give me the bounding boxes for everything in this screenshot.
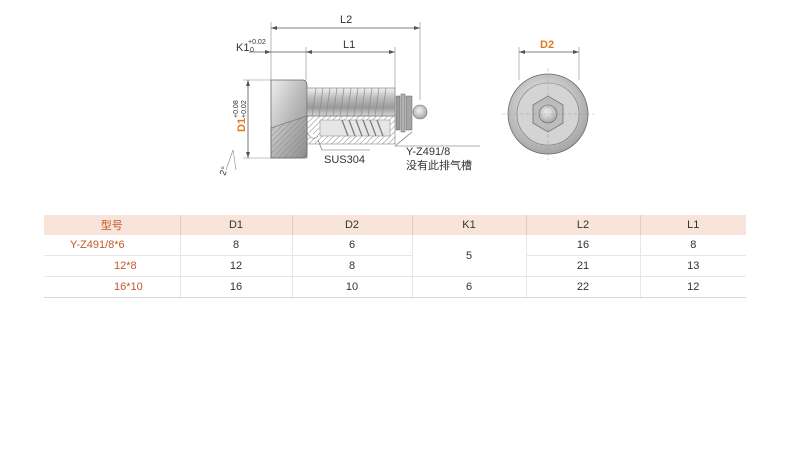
- k1-upper-tol: +0.02: [248, 39, 266, 46]
- ball-plunger-tip: [412, 104, 428, 120]
- cell-model: 16*10: [44, 276, 181, 298]
- angle-label: 2°: [217, 165, 229, 177]
- note-text: 没有此排气槽: [406, 158, 472, 172]
- table-row: 12*8 12 8 21 13: [44, 255, 746, 277]
- cell-model: Y-Z491/8*6: [44, 235, 181, 256]
- l1-label: L1: [343, 39, 355, 51]
- d1-label: D1: [236, 118, 248, 132]
- d1-upper-tol: +0.08: [233, 100, 240, 118]
- spring-icon: [341, 119, 384, 137]
- table-header-row: 型号 D1 D2 K1 L2 L1: [44, 215, 746, 235]
- cell-d1: 16: [180, 276, 293, 298]
- k1-label: K1: [236, 42, 249, 54]
- cell-l2: 16: [526, 235, 641, 256]
- header-l2: L2: [526, 215, 641, 235]
- header-k1: K1: [412, 215, 527, 235]
- note-model: Y-Z491/8: [406, 146, 450, 158]
- cell-l2: 22: [526, 276, 641, 298]
- header-l1: L1: [640, 215, 746, 235]
- cell-d2: 6: [292, 235, 413, 256]
- spec-table: 型号 D1 D2 K1 L2 L1 Y-Z491/8*6 8 6 5 16 8 …: [44, 215, 746, 298]
- cell-l1: 13: [640, 255, 746, 277]
- cell-model: 12*8: [44, 255, 181, 277]
- cell-k1-merged: 5: [412, 235, 527, 277]
- d2-label: D2: [540, 39, 554, 51]
- technical-drawing: L2 L1 K1 +0.02 0 D1 +0.08 +0.02 2°: [217, 14, 594, 177]
- cell-d1: 8: [180, 235, 293, 256]
- cell-k1: 6: [412, 276, 527, 298]
- cell-l1: 8: [640, 235, 746, 256]
- side-view: L2 L1 K1 +0.02 0 D1 +0.08 +0.02 2°: [217, 14, 480, 177]
- cell-d2: 8: [292, 255, 413, 277]
- table-row: Y-Z491/8*6 8 6 5 16 8: [44, 235, 746, 277]
- cell-d1: 12: [180, 255, 293, 277]
- d1-lower-tol: +0.02: [241, 100, 248, 118]
- thread-pattern: [311, 87, 387, 117]
- cell-l2: 21: [526, 255, 641, 277]
- l2-label: L2: [340, 14, 352, 26]
- header-model: 型号: [44, 215, 181, 235]
- header-d2: D2: [292, 215, 413, 235]
- header-d1: D1: [180, 215, 293, 235]
- material-label: SUS304: [324, 154, 365, 166]
- table-row: 16*10 16 10 6 22 12: [44, 276, 746, 298]
- k1-lower-tol: 0: [250, 47, 254, 54]
- cell-l1: 12: [640, 276, 746, 298]
- cell-d2: 10: [292, 276, 413, 298]
- end-view: D2: [502, 39, 594, 160]
